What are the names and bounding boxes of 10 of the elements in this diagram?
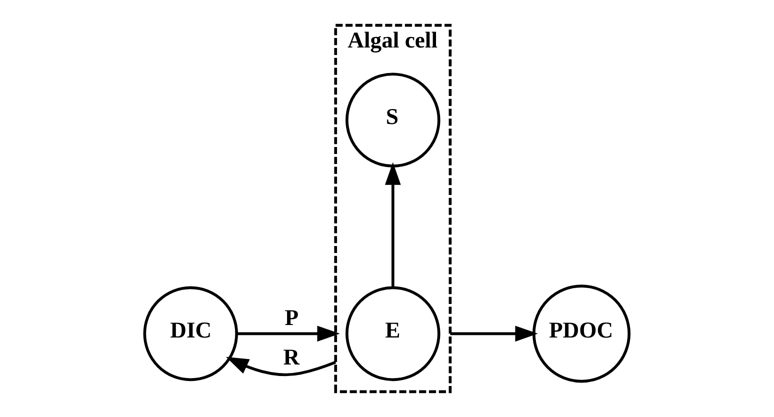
edge-label: P xyxy=(284,304,299,330)
arrow xyxy=(384,162,401,288)
arrow xyxy=(226,356,336,376)
node-circle: DIC xyxy=(143,286,238,382)
node-circle: E xyxy=(346,286,440,382)
arrow xyxy=(450,326,538,342)
node-circle: S xyxy=(346,72,440,168)
arrow xyxy=(236,326,340,342)
node-circle: PDOC xyxy=(532,284,630,383)
edge-label: R xyxy=(283,344,300,370)
